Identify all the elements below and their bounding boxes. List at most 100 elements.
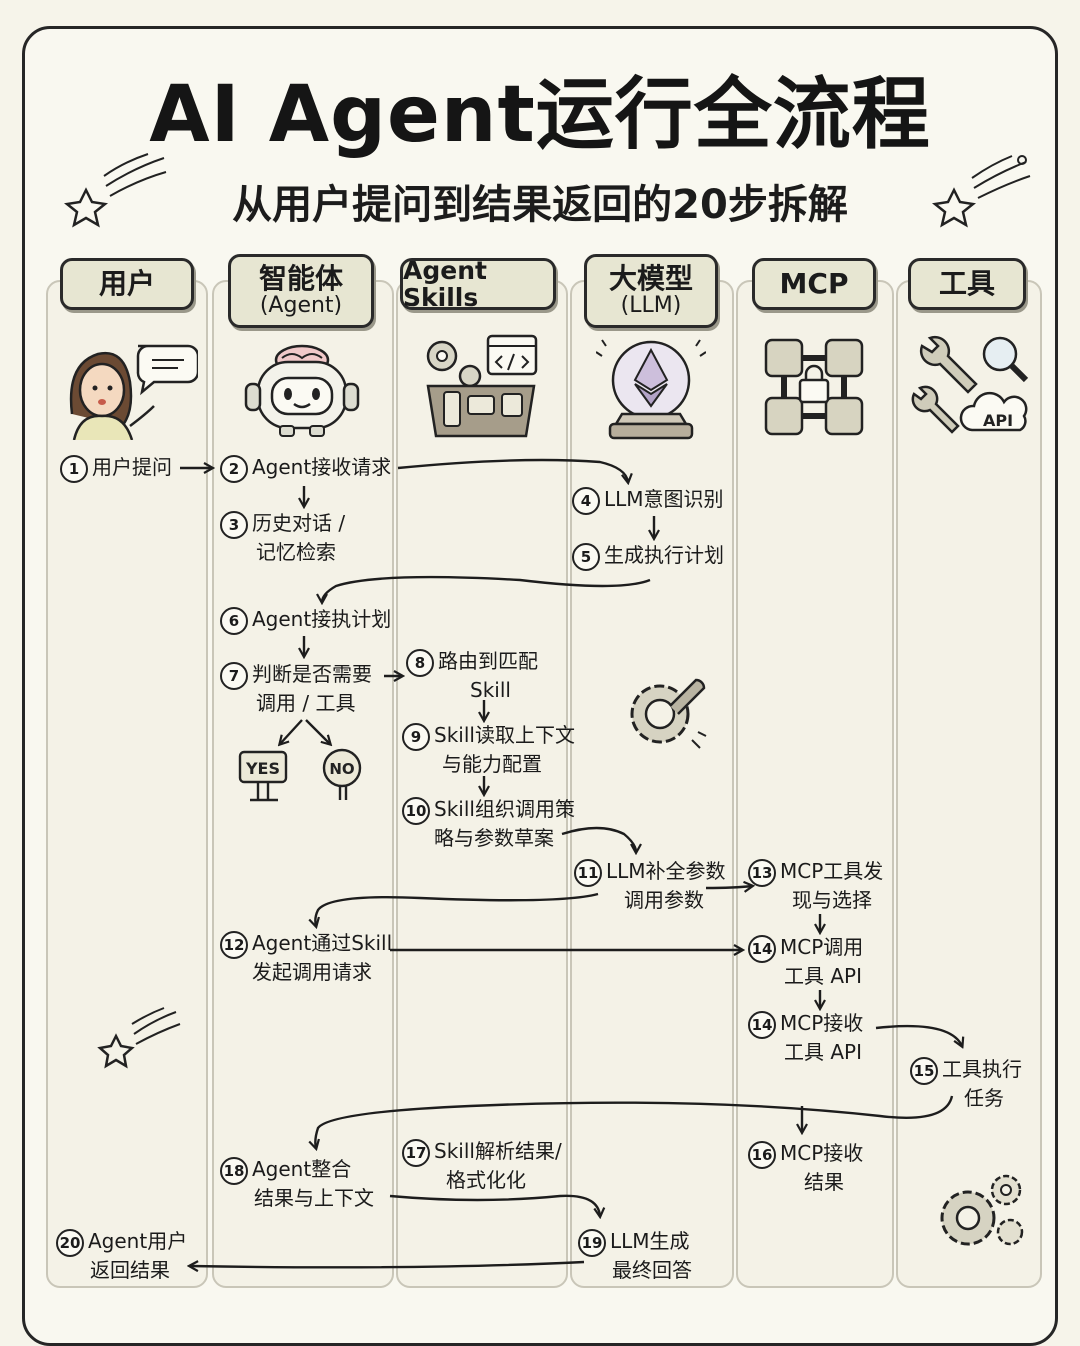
decision-signs xyxy=(238,748,362,802)
page-title: AI Agent运行全流程 xyxy=(149,70,931,160)
step-text: MCP工具发 xyxy=(780,859,884,883)
lane-header-user: 用户 xyxy=(60,258,194,310)
gear-wrench-icon xyxy=(630,678,707,749)
step-text-line2: 结果 xyxy=(804,1169,844,1194)
step-text: Skill读取上下文 xyxy=(434,723,575,747)
step-text-line2: 发起调用请求 xyxy=(252,959,372,984)
step-text: Agent通过Skill xyxy=(252,931,393,955)
step-text-line2: Skill xyxy=(470,677,511,702)
step-text-line2: 与能力配置 xyxy=(442,751,542,776)
toolkit-skills-icon xyxy=(426,334,538,438)
lane-header-llm: 大模型 (LLM) xyxy=(584,254,718,328)
step-number: 14 xyxy=(748,934,776,963)
lane-header-agent: 智能体 (Agent) xyxy=(228,254,374,328)
mcp-lock-connector-icon xyxy=(764,338,864,436)
step-text: Skill解析结果/ xyxy=(434,1139,562,1163)
step-number: 6 xyxy=(220,606,248,635)
lane-skills xyxy=(396,280,568,1288)
step-text-line2: 记忆检索 xyxy=(256,539,336,564)
step-text: Agent接执计划 xyxy=(252,607,392,631)
decision-yes-label: YES xyxy=(245,759,280,778)
page-subtitle: 从用户提问到结果返回的20步拆解 xyxy=(232,182,848,228)
lane-header-label: 智能体 xyxy=(258,261,343,295)
step-number: 12 xyxy=(220,930,248,959)
step-text: LLM生成 xyxy=(610,1229,690,1253)
lane-agent xyxy=(212,280,394,1288)
tools-api-icon: API xyxy=(911,335,1029,434)
shooting-star-icon xyxy=(97,1007,181,1069)
step-text-line2: 调用参数 xyxy=(624,887,704,912)
lane-tools xyxy=(896,280,1042,1288)
step-number: 1 xyxy=(60,454,88,483)
step-text-line2: 格式化化 xyxy=(446,1167,526,1192)
step-text-line2: 工具 API xyxy=(784,963,862,988)
step-text: LLM补全参数 xyxy=(606,859,726,883)
step-number: 9 xyxy=(402,722,430,751)
step-text: MCP调用 xyxy=(780,935,864,959)
step-number: 15 xyxy=(910,1056,938,1085)
step-text: 工具执行 xyxy=(942,1057,1022,1081)
step-text-line2: 结果与上下文 xyxy=(254,1185,374,1210)
lane-llm xyxy=(570,280,734,1288)
step-text: 用户提问 xyxy=(92,455,172,479)
step-text-line2: 最终回答 xyxy=(612,1257,692,1282)
lane-header-mcp: MCP xyxy=(752,258,876,310)
step-text: 判断是否需要 xyxy=(252,662,372,686)
step-number: 16 xyxy=(748,1140,776,1169)
gears-icon xyxy=(940,1174,1024,1246)
step-number: 18 xyxy=(220,1156,248,1185)
step-number: 7 xyxy=(220,661,248,690)
step-text: LLM意图识别 xyxy=(604,487,724,511)
lane-header-sublabel: (LLM) xyxy=(620,293,682,319)
step-text: Agent整合 xyxy=(252,1157,352,1181)
step-text: 路由到匹配 xyxy=(438,649,538,673)
step-text: 生成执行计划 xyxy=(604,543,724,567)
shooting-star-icon xyxy=(64,153,167,228)
step-text-line2: 现与选择 xyxy=(792,887,872,912)
lane-header-label: Agent Skills xyxy=(403,255,487,312)
step-number: 17 xyxy=(402,1138,430,1167)
step-number: 5 xyxy=(572,542,600,571)
lane-header-sublabel: (Agent) xyxy=(259,293,343,319)
step-text: Skill组织调用策 xyxy=(434,797,575,821)
lane-mcp xyxy=(736,280,894,1288)
step-text: 历史对话 / xyxy=(252,511,346,535)
step-text-line2: 略与参数草案 xyxy=(434,825,554,850)
crystal-ball-llm-icon xyxy=(596,339,706,440)
step-number: 3 xyxy=(220,510,248,539)
step-text: Agent用户 xyxy=(88,1229,188,1253)
step-number: 11 xyxy=(574,858,602,887)
step-number: 14 xyxy=(748,1010,776,1039)
step-number: 10 xyxy=(402,796,430,825)
lane-header-label: 工具 xyxy=(938,266,995,300)
lane-header-tools: 工具 xyxy=(908,258,1026,310)
lane-header-label: MCP xyxy=(779,266,849,300)
user-girl-icon xyxy=(69,344,198,440)
step-text-line2: 任务 xyxy=(964,1085,1004,1110)
step-number: 19 xyxy=(578,1228,606,1257)
step-text: Agent接收请求 xyxy=(252,455,392,479)
decision-no-label: NO xyxy=(329,760,354,778)
step-text: MCP接收 xyxy=(780,1011,864,1035)
lane-header-skills: Agent Skills xyxy=(400,255,556,312)
step-text-line2: 工具 API xyxy=(784,1039,862,1064)
step-number: 4 xyxy=(572,486,600,515)
api-badge-label: API xyxy=(983,411,1013,430)
step-number: 8 xyxy=(406,648,434,677)
